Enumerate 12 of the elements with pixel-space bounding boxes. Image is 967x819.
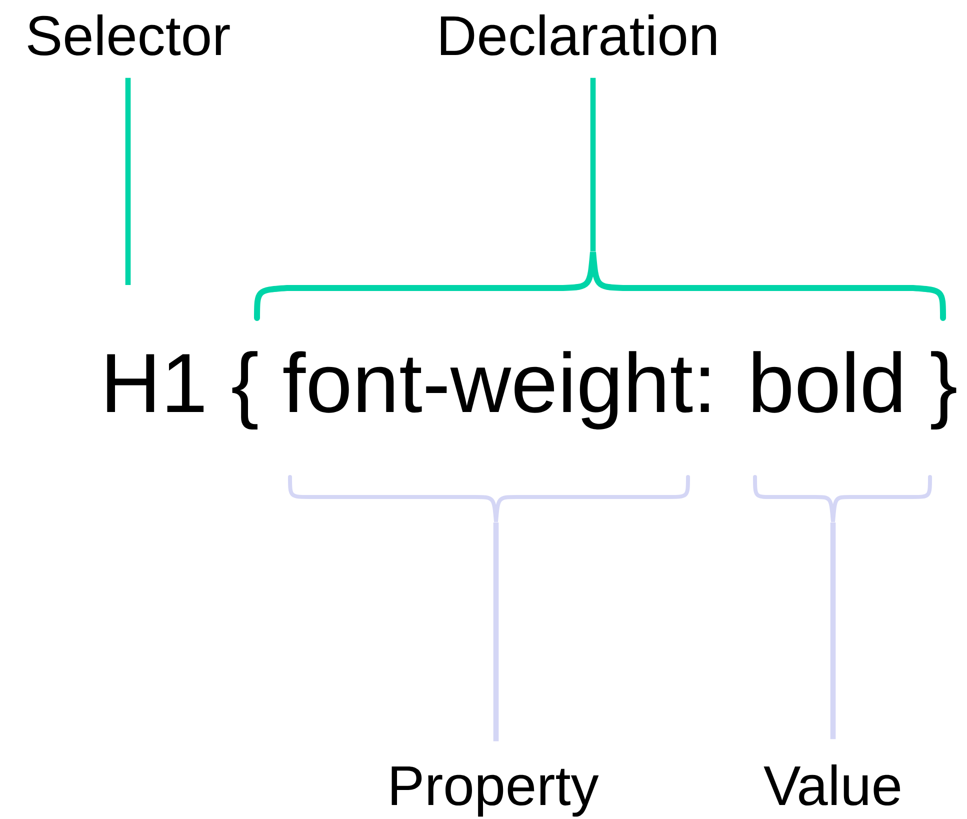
brace bbox=[753, 475, 932, 524]
leader-line bbox=[830, 522, 836, 740]
label-text: Declaration bbox=[440, 14, 716, 56]
label-text: Property bbox=[392, 766, 599, 817]
leader-line bbox=[125, 78, 131, 285]
brace bbox=[254, 249, 946, 321]
brace bbox=[288, 475, 690, 524]
leader-line bbox=[590, 78, 596, 252]
label-text: Selector bbox=[28, 14, 230, 56]
label-text: Value bbox=[764, 764, 900, 806]
code-text: H1 { font-weight: bold } bbox=[107, 351, 956, 430]
leader-line bbox=[493, 522, 499, 742]
